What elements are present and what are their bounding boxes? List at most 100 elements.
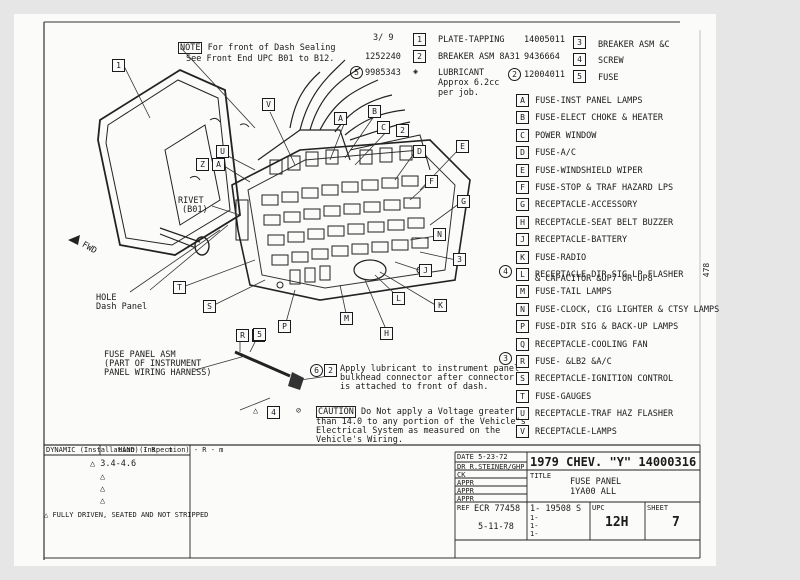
legend-text: FUSE-DIR SIG & BACK-UP LAMPS bbox=[535, 321, 679, 332]
callout-e: E bbox=[456, 140, 469, 153]
caution-line-4: Vehicle's Wiring. bbox=[316, 435, 403, 445]
callout-b: B bbox=[368, 105, 381, 118]
callout-s: S bbox=[203, 300, 216, 313]
caution-line-3: Electrical System as measured on the bbox=[316, 426, 501, 436]
dash-panel-label: Dash Panel bbox=[96, 302, 148, 312]
parts-desc-3b: Approx 6.2cc bbox=[438, 78, 500, 88]
warn-triangle: △ bbox=[253, 406, 259, 416]
parts-key-3: ◈ bbox=[413, 67, 419, 77]
parts-circle-3b: 2 bbox=[508, 68, 521, 81]
rev-tri-4: △ bbox=[100, 496, 106, 506]
tb-sheet: 7 bbox=[672, 515, 680, 530]
callout-f: F bbox=[425, 175, 438, 188]
tb-rev-1: 1- 19508 S bbox=[530, 504, 582, 514]
legend-circle: 4 bbox=[499, 265, 512, 278]
rivet-label: RIVET bbox=[178, 196, 204, 206]
legend-key: P bbox=[516, 320, 529, 333]
callout-j: J bbox=[419, 264, 432, 277]
tb-appr3: APPR bbox=[457, 495, 474, 503]
fuse-panel-asm-1: FUSE PANEL ASM bbox=[104, 350, 176, 360]
callout-z: Z bbox=[196, 158, 209, 171]
tb-model: 1979 CHEV. "Y" 14000316 bbox=[530, 455, 697, 469]
callout-g: G bbox=[457, 195, 470, 208]
tb-date: DATE 5-23-72 bbox=[457, 453, 508, 461]
note-tag: NOTE For front of Dash Sealing bbox=[178, 42, 336, 54]
legend-text: RECEPTACLE-ACCESSORY bbox=[535, 199, 638, 210]
rivet-code: (B01) bbox=[182, 205, 208, 215]
callout-r: R bbox=[236, 329, 249, 342]
hole-label: HOLE bbox=[96, 293, 117, 303]
legend-item: E FUSE-WINDSHIELD WIPER bbox=[516, 160, 643, 177]
parts-desc-2: BREAKER ASM 8A31 bbox=[438, 52, 520, 62]
lube-box: 2 bbox=[324, 364, 337, 377]
parts-desc-3c: per job. bbox=[438, 88, 479, 98]
tb-ck: CK bbox=[457, 471, 466, 479]
parts-key-5: 4 bbox=[573, 53, 586, 66]
legend-item: T FUSE-GAUGES bbox=[516, 386, 592, 403]
legend-text: FUSE-ELECT CHOKE & HEATER bbox=[535, 112, 663, 123]
rev-tri-2: △ bbox=[100, 472, 106, 482]
callout-a: A bbox=[212, 158, 225, 171]
parts-desc-6: FUSE bbox=[598, 73, 619, 83]
legend-text: FUSE-A/C bbox=[535, 147, 576, 158]
parts-desc-3: LUBRICANT bbox=[438, 68, 485, 78]
parts-desc-5: SCREW bbox=[598, 56, 624, 66]
lube-note-2: bulkhead connector after connector bbox=[340, 373, 514, 383]
legend-text: FUSE-CLOCK, CIG LIGHTER & CTSY LAMPS bbox=[535, 304, 720, 315]
note-line-2: See Front End UPC B01 to B12. bbox=[186, 54, 335, 64]
legend-text: FUSE- &LB2 &A/C bbox=[535, 356, 612, 367]
legend-key: Q bbox=[516, 338, 529, 351]
tb-rev-4: 1- bbox=[530, 530, 539, 538]
legend-key: C bbox=[516, 129, 529, 142]
tb-upc: 12H bbox=[605, 515, 629, 530]
legend-text: FUSE-TAIL LAMPS bbox=[535, 286, 612, 297]
callout-3: 3 bbox=[453, 253, 466, 266]
parts-qty-3: 9985343 bbox=[365, 68, 401, 78]
parts-desc-4: BREAKER ASM &C bbox=[598, 40, 670, 50]
legend-key: E bbox=[516, 164, 529, 177]
caution-line-1: CAUTION Do Not apply a Voltage greater bbox=[316, 406, 515, 418]
legend-text: FUSE-INST PANEL LAMPS bbox=[535, 95, 643, 106]
callout-t: T bbox=[173, 281, 186, 294]
fuse-panel-asm-2: (PART OF INSTRUMENT bbox=[104, 359, 202, 369]
legend-key: K bbox=[516, 251, 529, 264]
rev-note-1: △ 3.4-4.6 bbox=[90, 459, 137, 469]
lube-note-3: is attached to front of dash. bbox=[340, 382, 489, 392]
parts-key-1: 1 bbox=[413, 33, 426, 46]
legend-item: B FUSE-ELECT CHOKE & HEATER bbox=[516, 107, 663, 124]
legend-key: T bbox=[516, 390, 529, 403]
legend-text: RECEPTACLE-BATTERY bbox=[535, 234, 628, 245]
rev-header-1: DYNAMIC (Installation) - R - m bbox=[46, 446, 173, 454]
callout-c: C bbox=[377, 121, 390, 134]
tb-ecr: ECR 77458 bbox=[474, 504, 521, 514]
parts-key-2: 2 bbox=[413, 50, 426, 63]
callout-k: K bbox=[434, 299, 447, 312]
legend-item: P FUSE-DIR SIG & BACK-UP LAMPS bbox=[516, 316, 679, 333]
rev-header-2: HAND (Inspection) - R - m bbox=[118, 446, 224, 454]
warn-box: 4 bbox=[267, 406, 280, 419]
callout-p: P bbox=[278, 320, 291, 333]
caution-line-2: than 14.0 to any portion of the Vehicle'… bbox=[316, 417, 526, 427]
callout-h: H bbox=[380, 327, 393, 340]
legend-key: B bbox=[516, 111, 529, 124]
legend-text: FUSE-GAUGES bbox=[535, 391, 592, 402]
parts-qty-2: 1252240 bbox=[365, 52, 401, 62]
tb-rev-3: 1- bbox=[530, 522, 539, 530]
legend-text: FUSE-WINDSHIELD WIPER bbox=[535, 165, 643, 176]
tb-ecr-date: 5-11-78 bbox=[478, 522, 514, 532]
legend-item: G RECEPTACLE-ACCESSORY bbox=[516, 194, 638, 211]
legend-key: G bbox=[516, 198, 529, 211]
legend-text: FUSE-STOP & TRAF HAZARD LPS bbox=[535, 182, 674, 193]
tb-title-label: TITLE bbox=[530, 472, 552, 480]
legend-text: RECEPTACLE-LAMPS bbox=[535, 426, 617, 437]
